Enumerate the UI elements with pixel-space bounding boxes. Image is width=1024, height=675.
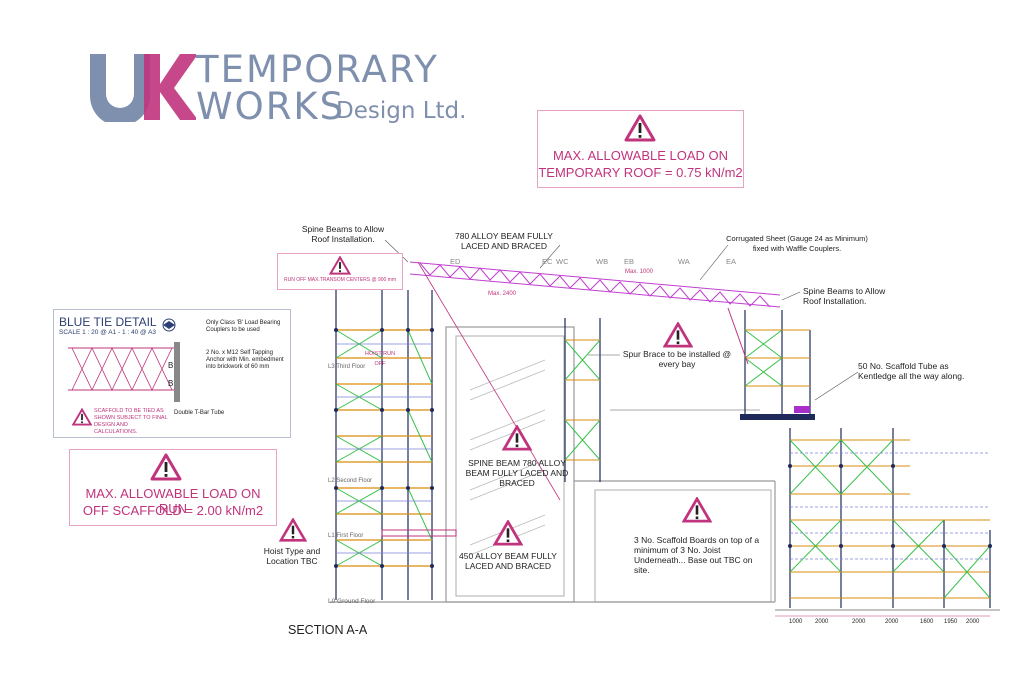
run-off-load-line1: MAX. ALLOWABLE LOAD ON RUN — [85, 486, 261, 516]
roof-load-warning-box: MAX. ALLOWABLE LOAD ON TEMPORARY ROOF = … — [537, 110, 744, 188]
grid-tag: WB — [596, 257, 609, 266]
dimension-label: 2000 — [852, 619, 866, 625]
grid-tag: EB — [624, 257, 635, 266]
logo-text-design-ltd: Design Ltd. — [336, 98, 467, 124]
grid-tag: EA — [726, 257, 737, 266]
note-tube: Double T-Bar Tube — [174, 410, 225, 416]
label-boards: 3 No. Scaffold Boards on top of a minimu… — [634, 535, 760, 575]
label-alloy-780: 780 ALLOY BEAM FULLY LACED AND BRACED — [455, 231, 553, 251]
company-logo — [90, 54, 196, 122]
label-run-off: RUN OFF MAX.TRANSOM CENTERS @ 900 mm — [283, 277, 397, 283]
run-off-load-line2: OFF SCAFFOLD = 2.00 kN/m2 — [82, 503, 264, 518]
warning-icon — [682, 497, 712, 523]
warning-icon — [663, 322, 693, 348]
run-off-load-warning-box: MAX. ALLOWABLE LOAD ON RUN OFF SCAFFOLD … — [69, 449, 277, 526]
level-label: L2 Second Floor — [328, 478, 373, 484]
label-kentledge: 50 No. Scaffold Tube as Kentledge all th… — [858, 361, 965, 381]
warning-icon — [502, 425, 532, 451]
label-alloy-450: 450 ALLOY BEAM FULLY LACED AND BRACED — [459, 551, 557, 571]
svg-text:B: B — [168, 361, 173, 370]
label-spur-brace: Spur Brace to be installed @ every bay — [622, 349, 732, 369]
label-spine-beams-right: Spine Beams to Allow Roof Installation. — [803, 286, 886, 306]
logo-text-works: WORKS — [196, 85, 346, 128]
note-scaffold-tied: SCAFFOLD TO BE TIED AS SHOWN SUBJECT TO … — [94, 408, 168, 435]
roof-load-line1: MAX. ALLOWABLE LOAD ON — [552, 148, 729, 163]
dimension-label: 1950 — [944, 619, 958, 625]
section-title: SECTION A-A — [288, 623, 368, 637]
label-spine-beam-780: SPINE BEAM 780 ALLOY BEAM FULLY LACED AN… — [465, 458, 569, 488]
grid-tag: EC — [542, 257, 553, 266]
note-couplers: Only Class 'B' Load Bearing Couplers to … — [206, 320, 281, 333]
warning-icon — [150, 453, 182, 481]
label-hoist-run-off: HOIST RUN OFF — [364, 351, 396, 367]
blue-tie-truss-drawing: B B — [68, 342, 180, 402]
svg-text:B: B — [168, 379, 173, 388]
roof-load-line2: TEMPORARY ROOF = 0.75 kN/m2 — [538, 165, 743, 180]
level-label: L3 Third Floor — [328, 364, 366, 370]
note-anchor: 2 No. x M12 Self Tapping Anchor with Min… — [206, 350, 284, 370]
warning-icon — [72, 408, 92, 426]
blue-tie-scale: SCALE 1 : 20 @ A1 - 1 : 40 @ A3 — [59, 329, 157, 336]
blue-tie-title: BLUE TIE DETAIL — [59, 315, 157, 329]
label-max-2400: Max. 2400 — [488, 291, 517, 297]
grid-tag: WA — [678, 257, 690, 266]
warning-icon — [493, 520, 523, 546]
dimension-label: 1000 — [789, 619, 803, 625]
dimension-label: 2000 — [885, 619, 899, 625]
warning-icon — [329, 256, 351, 275]
blue-tie-detail-panel: BLUE TIE DETAIL SCALE 1 : 20 @ A1 - 1 : … — [53, 309, 291, 438]
label-spine-beams-left: Spine Beams to Allow Roof Installation. — [301, 224, 385, 244]
logo-text-temporary: TEMPORARY — [196, 48, 439, 91]
warning-icon — [624, 114, 656, 142]
level-label: L1 First Floor — [328, 533, 364, 539]
label-corrugated-sheet: Corrugated Sheet (Gauge 24 as Minimum) f… — [726, 234, 868, 253]
grid-tag: WC — [556, 257, 569, 266]
warning-icon — [279, 518, 307, 542]
dimension-label: 1600 — [920, 619, 934, 625]
run-off-warning-box: RUN OFF MAX.TRANSOM CENTERS @ 900 mm — [277, 253, 403, 290]
label-max-1000: Max. 1000 — [625, 269, 654, 275]
blue-tie-marker-icon — [162, 318, 176, 332]
dimension-label: 2000 — [815, 619, 829, 625]
level-label: L0 Ground Floor — [328, 598, 376, 605]
label-hoist-type: Hoist Type and Location TBC — [263, 546, 321, 566]
dimension-label: 2000 — [966, 619, 980, 625]
grid-tag: ED — [450, 257, 461, 266]
